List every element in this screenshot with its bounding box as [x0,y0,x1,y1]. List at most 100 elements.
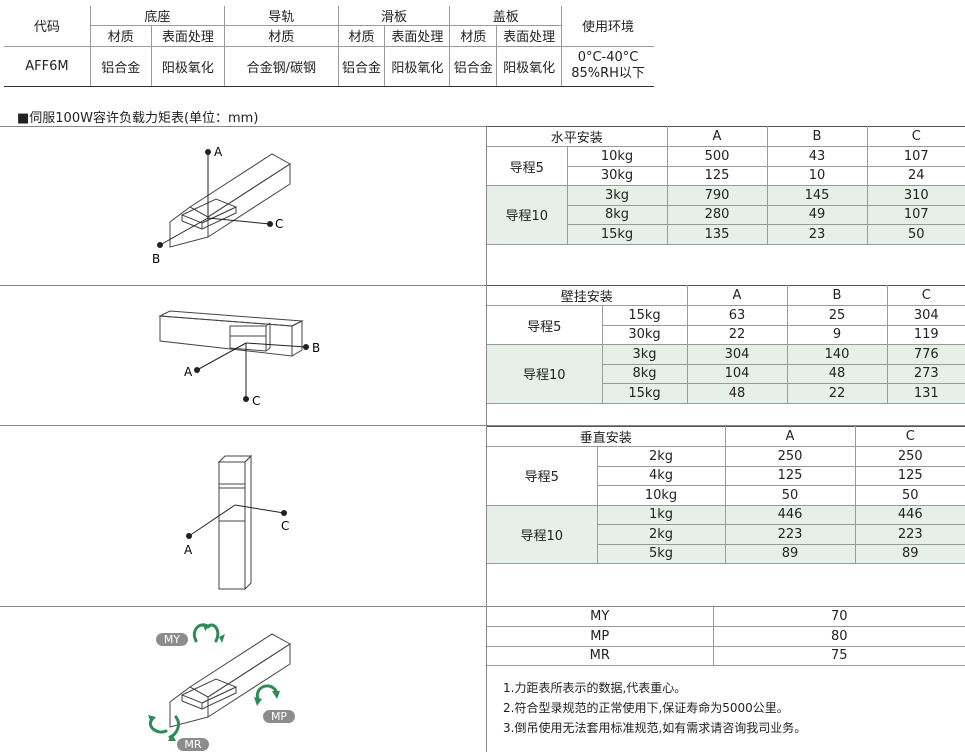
wall-col-b: B [786,285,888,306]
value-cell: 135 [666,224,768,245]
spec-env-temp: 0°C-40°C [577,50,639,65]
vertical-mount-diagram: C A [0,426,486,606]
spec-sub-material: 材质 [223,25,339,47]
section-divider [0,606,965,607]
value-cell: 125 [666,165,768,186]
label-a: A [184,365,193,379]
point-a [186,533,192,539]
horizontal-group-label: 导程5 [487,146,568,186]
value-cell: 23 [766,224,868,245]
moment-label: MR [487,645,714,666]
value-cell: 145 [766,185,868,206]
load-cell: 30kg [567,165,668,186]
value-cell: 9 [786,324,888,345]
spec-header-cover: 盖板 [449,6,563,27]
note-item: 3.倒吊使用无法套用标准规范,如有需求请咨询我司业务。 [503,721,807,735]
spec-code: AFF6M [4,45,91,87]
value-cell: 140 [786,344,888,365]
load-cell: 10kg [597,485,726,506]
point-c [243,396,249,402]
spec-rail-material: 合金钢/碳钢 [223,45,339,87]
value-cell: 250 [724,446,856,467]
horizontal-col-a: A [666,126,768,147]
label-b: B [152,252,160,266]
value-cell: 48 [786,363,888,384]
point-c [281,510,287,516]
point-c [267,221,273,227]
value-cell: 304 [686,344,788,365]
load-cell: 2kg [596,446,726,467]
label-a: A [214,145,223,159]
value-cell: 310 [866,185,965,206]
load-cell: 15kg [601,305,688,326]
label-c: C [252,394,260,408]
vertical-group-label: 导程5 [487,446,598,506]
wall-group-label: 导程5 [487,305,603,345]
load-cell: 2kg [597,524,726,545]
value-cell: 273 [886,363,965,384]
horizontal-mount-diagram: A C B [0,127,486,285]
spec-sub-surface: 表面处理 [496,25,563,47]
wall-title: 壁挂安装 [487,285,688,306]
value-cell: 10 [766,165,868,186]
value-cell: 223 [724,524,856,545]
wall-group-label: 导程10 [487,344,603,404]
load-cell: 8kg [602,363,688,384]
value-cell: 119 [886,324,965,345]
wall-load-table: 壁挂安装 A B C 导程5 15kg 63 25 304 30kg 22 9 … [487,285,965,404]
vertical-col-c: C [854,426,965,447]
load-cell: 5kg [597,543,726,564]
moment-label: MY [487,607,714,627]
value-cell: 125 [724,465,856,486]
mp-label: MP [271,710,287,723]
section-divider [0,425,965,426]
spec-header-slider: 滑板 [337,6,451,27]
mr-arrow-icon [149,715,180,739]
spec-base-material: 铝合金 [89,45,152,87]
point-b [303,344,309,350]
value-cell: 25 [786,305,888,326]
vertical-load-table: 垂直安装 A C 导程5 2kg 250 250 4kg 125 125 10k… [487,426,965,564]
value-cell: 223 [854,524,965,545]
value-cell: 50 [866,224,965,245]
value-cell: 24 [866,165,965,186]
moment-value: 70 [712,607,965,627]
mp-badge [263,710,295,723]
value-cell: 446 [854,504,965,525]
moment-label: MP [487,626,714,647]
spec-header-rail: 导轨 [223,6,339,27]
point-b [157,242,163,248]
horizontal-col-c: C [866,126,965,147]
wall-col-a: A [686,285,788,306]
value-cell: 22 [786,383,888,404]
note-item: 2.符合型录规范的正常使用下,保证寿命为5000公里。 [503,701,789,715]
note-item: 1.力距表所表示的数据,代表重心。 [503,681,687,695]
value-cell: 790 [666,185,768,206]
value-cell: 125 [854,465,965,486]
vertical-title: 垂直安装 [487,426,726,447]
my-badge [156,633,188,646]
load-cell: 8kg [567,204,668,225]
section-divider [0,126,965,127]
section-divider [0,285,965,286]
value-cell: 107 [866,204,965,225]
horizontal-title: 水平安装 [487,126,668,147]
mr-label: MR [184,738,201,751]
spec-sub-surface: 表面处理 [150,25,225,47]
wall-mount-diagram: B C A [0,286,486,425]
label-a: A [184,543,193,557]
value-cell: 131 [886,383,965,404]
column-divider [486,126,487,752]
spec-slider-material: 铝合金 [337,45,386,87]
spec-table: 代码 底座 导轨 滑板 盖板 使用环境 材质 表面处理 材质 材质 表面处理 材… [4,6,654,87]
value-cell: 22 [686,324,788,345]
spec-base-surface: 阳极氧化 [150,45,225,87]
wall-col-c: C [886,285,965,306]
mr-badge [177,738,209,751]
value-cell: 280 [666,204,768,225]
spec-sub-material: 材质 [337,25,386,47]
value-cell: 89 [854,543,965,564]
vertical-col-a: A [724,426,856,447]
value-cell: 250 [854,446,965,467]
value-cell: 50 [724,485,856,506]
